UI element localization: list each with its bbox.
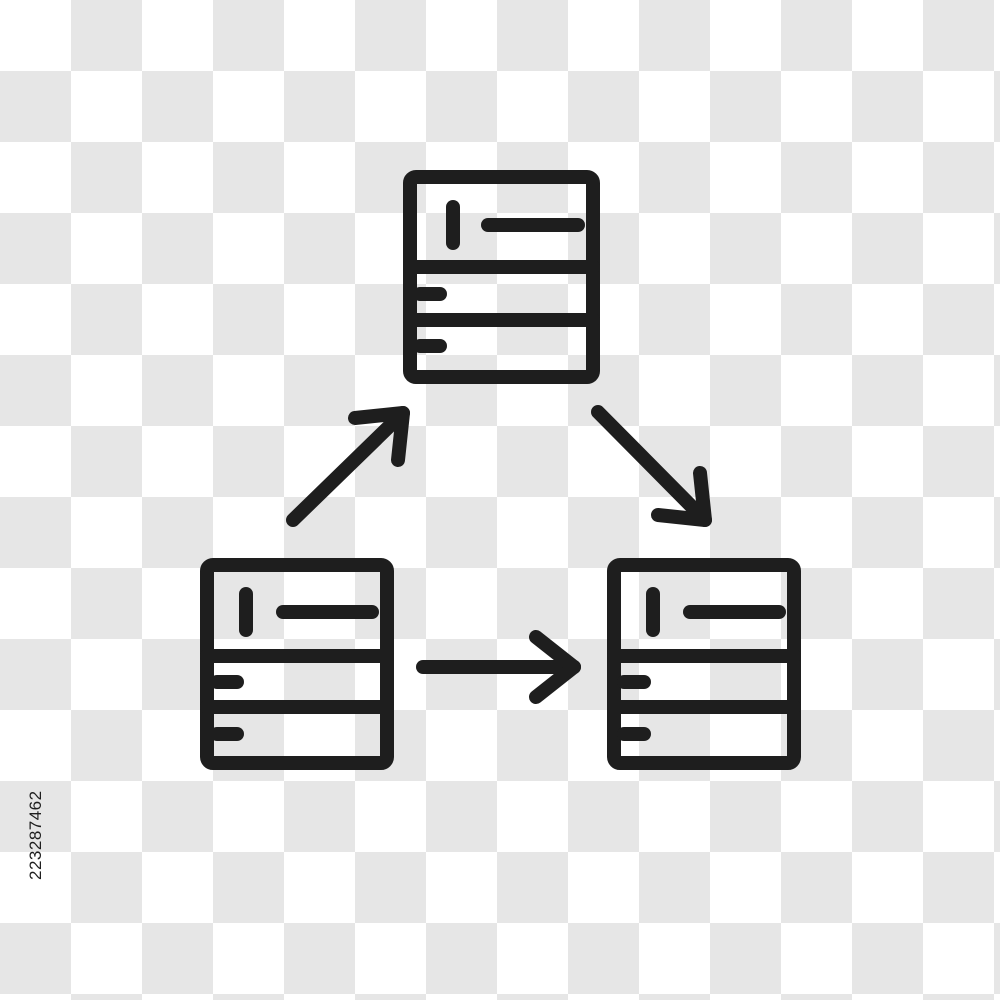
arrow-down-right-icon [591, 405, 712, 527]
server-bottom-left-icon [200, 558, 394, 770]
arrow-right-icon [416, 630, 581, 704]
arrow-up-right-icon [286, 406, 410, 527]
stock-id-watermark: 223287462 [26, 790, 45, 880]
server-top-icon [403, 170, 600, 384]
server-bottom-right-icon [607, 558, 801, 770]
